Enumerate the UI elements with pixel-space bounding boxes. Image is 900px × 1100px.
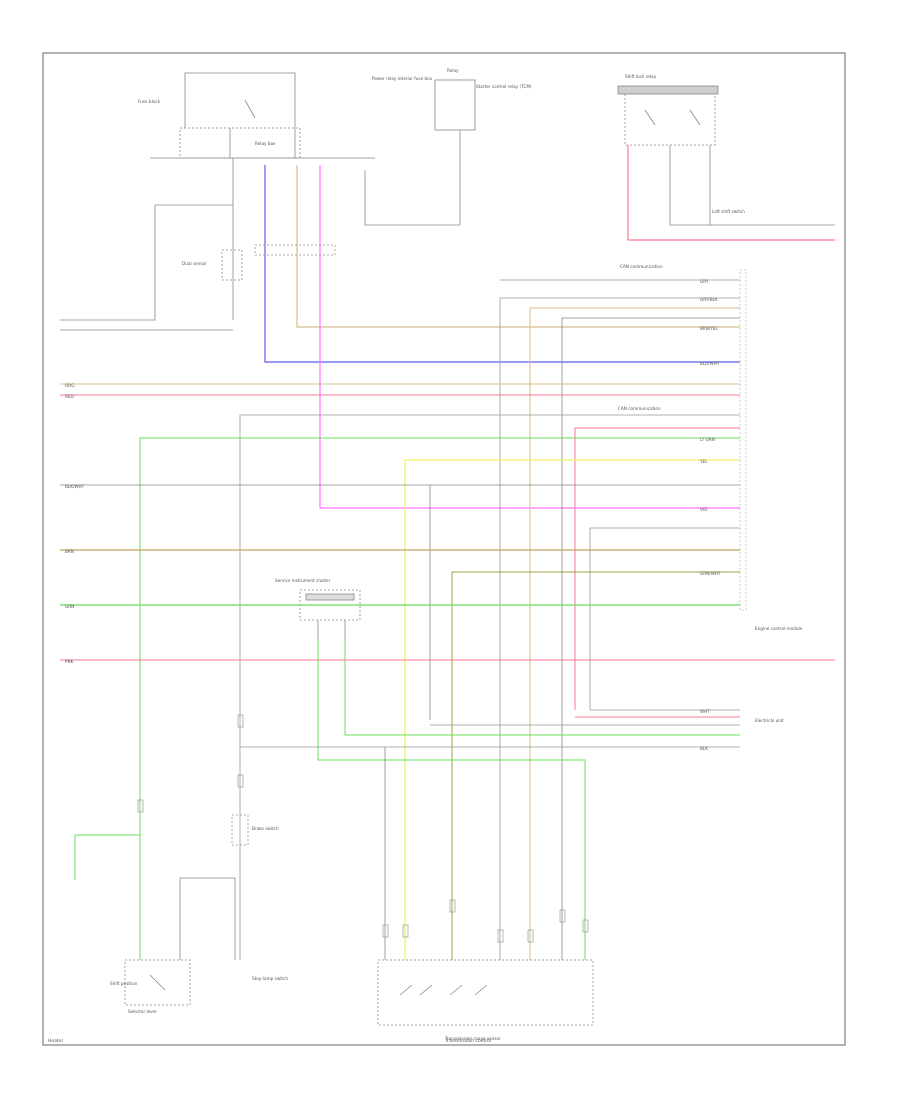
wire-code-12: PNK [65, 659, 74, 664]
shift-lock-relay-box [617, 85, 835, 226]
wire-grey-2 [499, 297, 740, 960]
wire-code-labels: GRY GRY/BLK BRN/YEL BLU/WHT ORG RED LT G… [65, 279, 721, 751]
label-transmission: Transmission range sensor [444, 1036, 501, 1041]
label-left-shift-switch: Left shift switch [712, 209, 745, 214]
label-selector-lever: Selector lever [128, 1009, 157, 1014]
wire-code-3: BRN/YEL [700, 326, 719, 331]
wire-green-1 [139, 437, 740, 960]
bottom-connector-stubs [137, 714, 589, 943]
wire-code-4: RED [65, 394, 74, 399]
wire-code-8: VIO [700, 507, 708, 512]
label-relay-box: Relay box [255, 141, 276, 146]
wire-code-2: GRY/BLK [700, 297, 718, 302]
label-dual-sensor: Dual sensor [182, 261, 207, 266]
transmission-range-sensor [377, 959, 594, 1026]
wire-code-6: GRN [65, 604, 74, 609]
label-top-relay: Power relay interior fuse box [372, 76, 433, 81]
dual-sensor-left [60, 158, 243, 331]
wire-code-1: GRY [700, 279, 709, 284]
label-brake-switch: Brake switch [252, 826, 279, 831]
wire-green-lower-2 [344, 640, 740, 736]
wire-yellow [404, 459, 740, 960]
wire-code-11: LT GRN [700, 437, 715, 442]
wire-grey-3 [561, 317, 740, 960]
selector-lever-switch [74, 834, 236, 1006]
wire-code-13: BRN [65, 549, 74, 554]
wire-code-7: YEL [699, 459, 708, 464]
ecm-connector [739, 269, 747, 611]
connector-middle-top [254, 244, 336, 256]
wire-green-stub [74, 834, 140, 880]
wire-code-10: ORG [65, 383, 74, 388]
fuse-block-top [150, 72, 375, 159]
label-relay: Relay [447, 68, 459, 73]
wire-red-2 [574, 427, 740, 710]
label-mid-relay: Starter control relay (TCM) [476, 84, 532, 89]
wire-tan-2 [529, 307, 740, 960]
label-shift-lock-relay: Shift lock relay [625, 74, 657, 79]
wire-tan [296, 165, 740, 328]
wire-blue [264, 165, 740, 363]
wire-magenta [319, 165, 740, 509]
label-stop-lamp: Stop lamp switch [252, 976, 288, 981]
footer-center: Transmission control [444, 1038, 491, 1044]
wire-code-9: BLK/WHT [65, 484, 85, 489]
diagram-border [42, 52, 846, 1046]
wire-olive [451, 571, 740, 960]
wire-grey-8 [589, 527, 740, 710]
label-ecm: Engine control module [755, 626, 803, 631]
label-service-cluster: Service instrument cluster [275, 578, 331, 583]
wire-grey-4 [239, 414, 740, 960]
label-can-1: CAN communication [620, 264, 663, 269]
label-can-2: CAN communication [618, 406, 661, 411]
brake-switch-box [231, 814, 249, 846]
wire-code-5: BLU/WHT [700, 361, 720, 366]
wire-green-lower-1 [317, 640, 586, 960]
label-fuse-block: Fuse block [138, 99, 161, 104]
wire-code-16: GRN/WHT [700, 571, 721, 576]
starter-relay-box [364, 79, 476, 226]
label-electrical-unit: Electrical unit [755, 718, 784, 723]
label-shift-pos: Shift position [110, 981, 138, 986]
wire-code-15: BLK [700, 746, 708, 751]
wire-red-top [627, 145, 835, 241]
wire-code-14: WHT [700, 709, 710, 714]
footer-left: Heater [48, 1038, 63, 1044]
